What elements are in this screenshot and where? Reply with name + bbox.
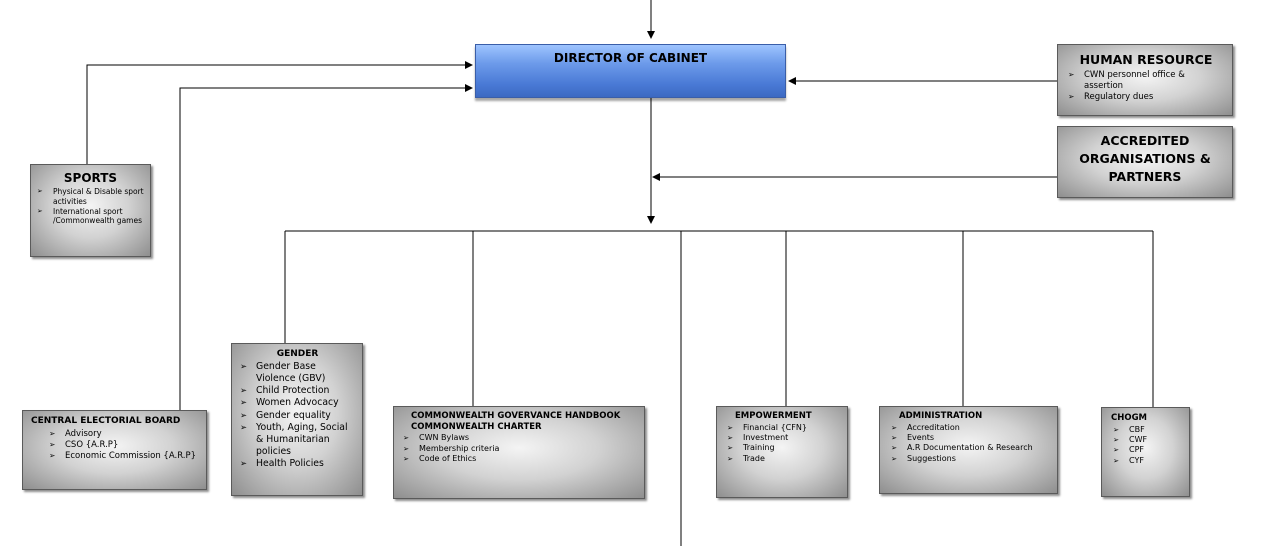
list-item: Child Protection <box>238 385 357 397</box>
list-item: CWF <box>1111 435 1185 445</box>
central-electorial-board-box: CENTRAL ELECTORIAL BOARD Advisory CSO {A… <box>22 410 207 490</box>
gender-title: GENDER <box>276 349 319 359</box>
list-item: CSO {A.R.P} <box>47 440 200 451</box>
governance-title-line1: COMMONWEALTH GOVERVANCE HANDBOOK <box>411 411 621 421</box>
list-item: Code of Ethics <box>401 454 638 464</box>
administration-title: ADMINISTRATION <box>899 411 983 421</box>
administration-box: ADMINISTRATION Accreditation Events A.R … <box>879 406 1058 494</box>
gender-box: GENDER Gender Base Violence (GBV) Child … <box>231 343 363 496</box>
list-item: Events <box>889 433 1053 443</box>
list-item: Financial {CFN} <box>725 423 843 433</box>
list-item: Accreditation <box>889 423 1053 433</box>
list-item: International sport /Commonwealth games <box>35 207 146 227</box>
list-item: CWN Bylaws <box>401 433 638 443</box>
governance-title-line2: COMMONWEALTH CHARTER <box>411 421 542 432</box>
list-item: Physical & Disable sport activities <box>35 187 146 207</box>
central-board-to-director-arrow <box>179 84 473 410</box>
chogm-box: CHOGM CBF CWF CPF CYF <box>1101 407 1190 497</box>
list-item: Health Policies <box>238 458 357 470</box>
empowerment-box: EMPOWERMENT Financial {CFN} Investment T… <box>716 406 848 498</box>
sports-title: SPORTS <box>63 171 118 185</box>
accredited-title: ACCREDITED ORGANISATIONS & PARTNERS <box>1079 133 1211 184</box>
list-item: CWN personnel office & assertion <box>1066 70 1226 92</box>
central-board-title: CENTRAL ELECTORIAL BOARD <box>31 416 181 426</box>
commonwealth-governance-box: COMMONWEALTH GOVERVANCE HANDBOOK COMMONW… <box>393 406 645 499</box>
list-item: Women Advocacy <box>238 397 357 409</box>
list-item: Suggestions <box>889 454 1053 464</box>
sports-to-director-arrow <box>86 61 473 164</box>
list-item: Gender equality <box>238 410 357 422</box>
empowerment-title: EMPOWERMENT <box>735 411 812 421</box>
list-item: Advisory <box>47 429 200 440</box>
list-item: CYF <box>1111 456 1185 466</box>
chogm-title: CHOGM <box>1111 413 1148 423</box>
list-item: CBF <box>1111 425 1185 435</box>
list-item: CPF <box>1111 445 1185 455</box>
list-item: Training <box>725 443 843 453</box>
director-title: DIRECTOR OF CABINET <box>553 51 708 65</box>
human-resource-title: HUMAN RESOURCE <box>1079 52 1213 67</box>
list-item: Membership criteria <box>401 444 638 454</box>
director-of-cabinet-box: DIRECTOR OF CABINET <box>475 44 786 98</box>
list-item: Investment <box>725 433 843 443</box>
list-item: Economic Commission {A.R.P} <box>47 451 200 462</box>
accredited-organisations-box: ACCREDITED ORGANISATIONS & PARTNERS <box>1057 126 1233 198</box>
list-item: Regulatory dues <box>1066 92 1226 103</box>
sports-box: SPORTS Physical & Disable sport activiti… <box>30 164 151 257</box>
human-resource-box: HUMAN RESOURCE CWN personnel office & as… <box>1057 44 1233 116</box>
list-item: A.R Documentation & Research <box>889 443 1053 453</box>
list-item: Trade <box>725 454 843 464</box>
list-item: Youth, Aging, Social & Humanitarian poli… <box>238 422 357 458</box>
list-item: Gender Base Violence (GBV) <box>238 361 357 385</box>
